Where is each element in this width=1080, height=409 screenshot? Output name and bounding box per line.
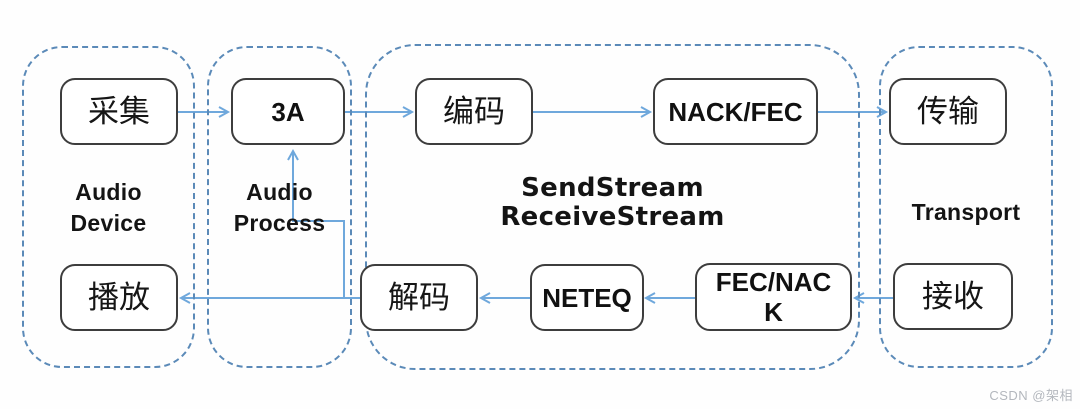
group-label-line: Audio — [246, 179, 313, 205]
group-label-audio-device: Audio Device — [22, 177, 195, 239]
node-label: FEC/NAC — [715, 267, 832, 297]
group-label-line: Audio — [75, 179, 142, 205]
group-label-line: Device — [70, 210, 147, 236]
node-label: 接收 — [922, 279, 984, 314]
node-label: 3A — [271, 96, 305, 127]
node-label: K — [764, 297, 783, 327]
group-label-audio-process: Audio Process — [207, 177, 352, 239]
group-label-line: SendStream — [521, 173, 704, 203]
group-send-receive-stream — [365, 44, 860, 370]
node-3a: 3A — [231, 78, 345, 145]
group-label-send-receive-stream: SendStream ReceiveStream — [365, 174, 860, 232]
group-label-line: Process — [233, 210, 326, 236]
watermark: CSDN @架相 — [989, 388, 1073, 403]
group-audio-process — [207, 46, 352, 368]
node-receive: 接收 — [893, 263, 1013, 330]
group-label-line: Transport — [911, 199, 1021, 225]
node-label: 传输 — [917, 94, 979, 129]
node-label: 解码 — [388, 280, 450, 315]
node-nack-fec: NACK/FEC — [653, 78, 818, 145]
node-label: NACK/FEC — [668, 96, 803, 127]
node-encode: 编码 — [415, 78, 533, 145]
node-transmit: 传输 — [889, 78, 1007, 145]
node-label: NETEQ — [542, 282, 632, 313]
group-label-transport: Transport — [879, 197, 1053, 228]
node-label: 播放 — [88, 280, 150, 315]
node-neteq: NETEQ — [530, 264, 644, 331]
node-decode: 解码 — [360, 264, 478, 331]
node-label: 采集 — [88, 94, 150, 129]
group-audio-device — [22, 46, 195, 368]
node-playback: 播放 — [60, 264, 178, 331]
node-label: 编码 — [443, 94, 505, 129]
group-transport — [879, 46, 1053, 368]
group-label-line: ReceiveStream — [500, 202, 725, 232]
node-fec-nack: FEC/NAC K — [695, 263, 852, 331]
node-capture: 采集 — [60, 78, 178, 145]
